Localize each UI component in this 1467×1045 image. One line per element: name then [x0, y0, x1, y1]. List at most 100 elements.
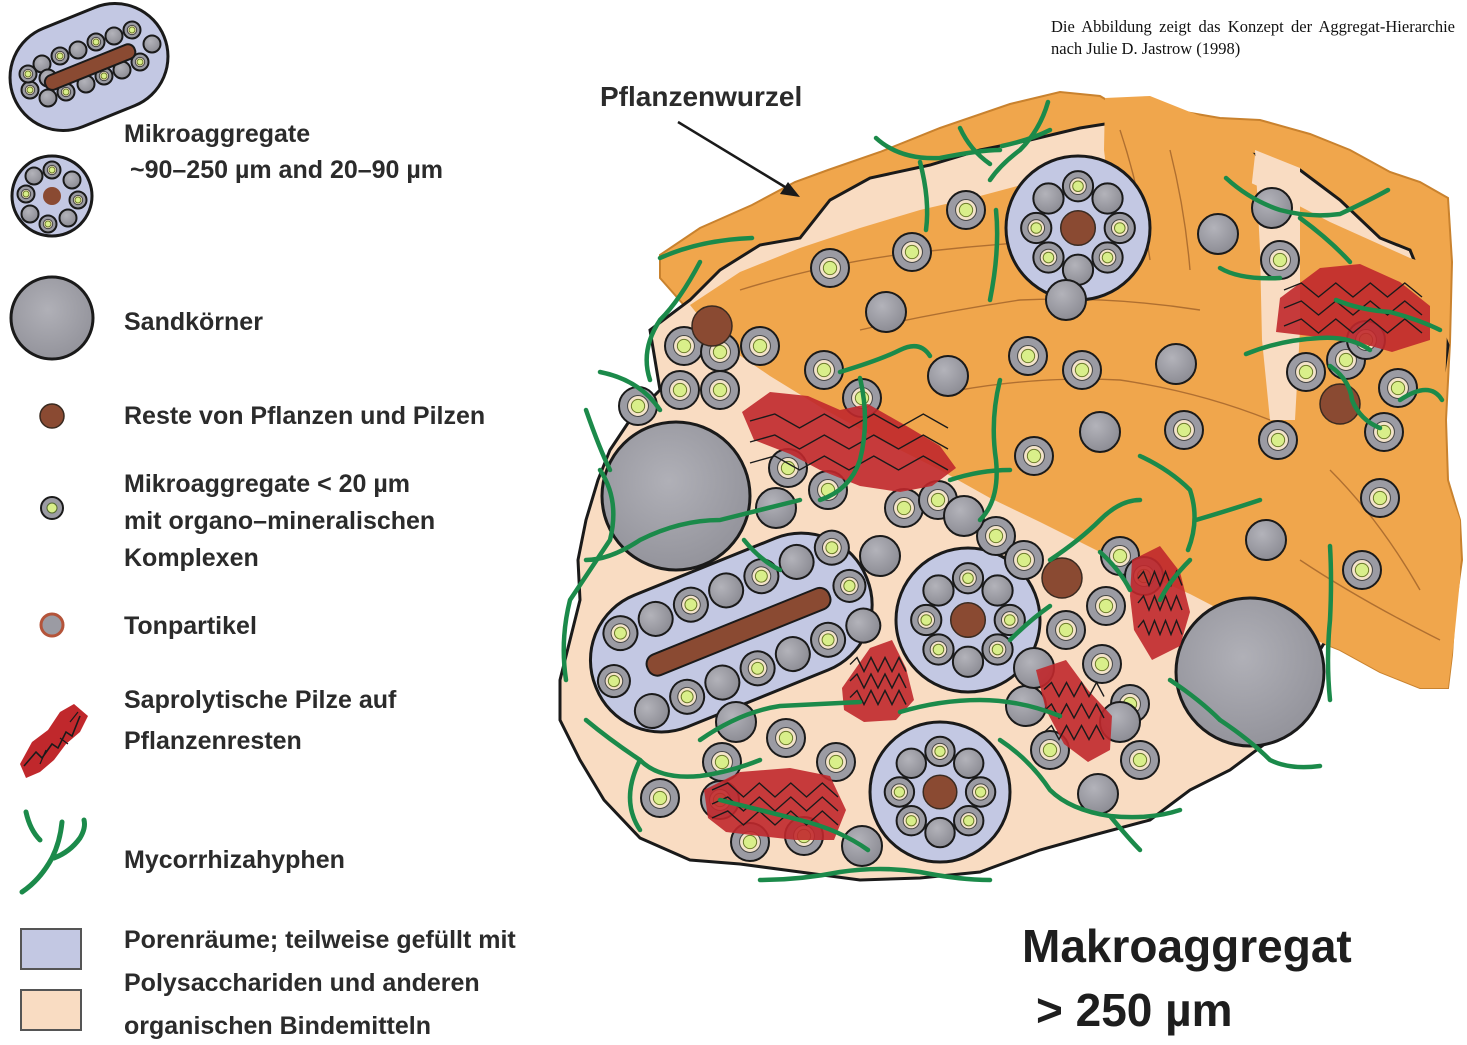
- plant-remains-particle: [1061, 211, 1096, 246]
- small-microaggregate: [1165, 411, 1203, 449]
- macroaggregate: [560, 92, 1462, 880]
- small-microaggregate: [893, 233, 931, 271]
- small-microaggregate: [1365, 413, 1403, 451]
- legend-plant-remains-icon: [40, 404, 64, 428]
- small-microaggregate: [1361, 479, 1399, 517]
- small-microaggregate: [1092, 242, 1122, 272]
- mineral-particle: [860, 536, 900, 576]
- mineral-particle: [64, 172, 81, 189]
- small-microaggregate: [811, 249, 849, 287]
- plant-remains-particle: [1042, 558, 1082, 598]
- legend-hyphae-label: Mycorrhizahyphen: [124, 842, 345, 879]
- small-microaggregate: [1009, 337, 1047, 375]
- legend-fungi-icon: [20, 704, 88, 778]
- small-microaggregate: [52, 48, 69, 65]
- small-microaggregate: [124, 22, 141, 39]
- small-microaggregate: [1083, 645, 1121, 683]
- small-microaggregate: [1287, 353, 1325, 391]
- root-label: Pflanzenwurzel: [600, 78, 802, 115]
- small-microaggregate: [40, 216, 57, 233]
- mineral-particle: [954, 749, 983, 778]
- small-microaggregate: [885, 777, 914, 806]
- small-microaggregate: [897, 806, 926, 835]
- mineral-particle: [923, 575, 953, 605]
- small-microaggregate: [1005, 541, 1043, 579]
- small-microaggregate: [954, 806, 983, 835]
- small-microaggregate: [701, 371, 739, 409]
- legend-sand-label: Sandkörner: [124, 304, 263, 341]
- mineral-particle: [944, 496, 984, 536]
- mineral-particle: [953, 647, 983, 677]
- legend-hyphae-icon: [22, 812, 85, 892]
- small-microaggregate: [885, 489, 923, 527]
- small-microaggregate: [1047, 611, 1085, 649]
- small-microaggregate: [661, 371, 699, 409]
- legend-binder-swatch: [21, 990, 81, 1030]
- legend-small-microaggregate-icon: [41, 497, 63, 519]
- plant-remains-particle: [951, 603, 986, 638]
- mineral-particle: [1156, 344, 1196, 384]
- small-microaggregate: [923, 634, 953, 664]
- mineral-particle: [1198, 214, 1238, 254]
- legend-round-microaggregate-icon: [12, 156, 92, 236]
- diagram-title-line2: > 250 µm: [1036, 982, 1233, 1038]
- legend-micro-small-line1: Mikroaggregate < 20 µm: [124, 466, 410, 503]
- mineral-particle: [70, 42, 87, 59]
- mineral-particle: [716, 702, 756, 742]
- mineral-particle: [866, 292, 906, 332]
- legend-fungi-line2: Pflanzenresten: [124, 723, 302, 760]
- legend-micro-large-line2: ~90–250 µm and 20–90 µm: [130, 152, 443, 189]
- small-microaggregate: [20, 66, 37, 83]
- mineral-particle: [22, 206, 39, 223]
- legend-micro-small-line2: mit organo–mineralischen: [124, 503, 435, 540]
- mineral-particle: [1080, 412, 1120, 452]
- mineral-particle: [60, 210, 77, 227]
- legend-pores-line1: Porenräume; teilweise gefüllt mit: [124, 922, 516, 959]
- small-microaggregate: [1121, 741, 1159, 779]
- small-microaggregate: [1063, 171, 1093, 201]
- mycorrhiza-hypha: [586, 410, 610, 470]
- legend-micro-large-line1: Mikroaggregate: [124, 116, 310, 153]
- mineral-particle: [925, 818, 954, 847]
- mineral-particle: [40, 90, 57, 107]
- small-microaggregate: [1063, 351, 1101, 389]
- small-microaggregate: [1033, 242, 1063, 272]
- round-microaggregate: [870, 722, 1010, 862]
- small-microaggregate: [1259, 421, 1297, 459]
- small-microaggregate: [70, 192, 87, 209]
- small-microaggregate: [619, 387, 657, 425]
- mineral-particle: [26, 168, 43, 185]
- small-microaggregate: [947, 191, 985, 229]
- small-microaggregate: [88, 34, 105, 51]
- legend-clay-label: Tonpartikel: [124, 608, 257, 645]
- small-microaggregate: [1105, 213, 1135, 243]
- mineral-particle: [897, 749, 926, 778]
- legend-pores-line2: Polysacchariden und anderen: [124, 965, 480, 1002]
- small-microaggregate: [641, 779, 679, 817]
- small-microaggregate: [1261, 241, 1299, 279]
- small-microaggregate: [953, 563, 983, 593]
- diagram-title-line1: Makroaggregat: [1022, 918, 1352, 974]
- legend-fungi-line1: Saprolytische Pilze auf: [124, 682, 396, 719]
- mineral-particle: [982, 575, 1012, 605]
- legend-pore-swatch: [21, 929, 81, 969]
- figure-caption: Die Abbildung zeigt das Konzept der Aggr…: [1051, 16, 1455, 60]
- small-microaggregate: [22, 82, 39, 99]
- legend-micro-small-line3: Komplexen: [124, 540, 259, 577]
- legend-pores-line3: organischen Bindemitteln: [124, 1008, 431, 1045]
- small-microaggregate: [1379, 369, 1417, 407]
- small-microaggregate: [911, 605, 941, 635]
- plant-remains-particle: [692, 306, 732, 346]
- small-microaggregate: [925, 737, 954, 766]
- mineral-particle: [1246, 520, 1286, 560]
- small-microaggregate: [966, 777, 995, 806]
- plant-remains-particle: [923, 775, 957, 809]
- mineral-particle: [1092, 183, 1122, 213]
- small-microaggregate: [767, 719, 805, 757]
- mineral-particle: [1046, 280, 1086, 320]
- legend-clay-particle-icon: [41, 614, 63, 636]
- round-microaggregate: [1006, 156, 1150, 300]
- sand-grain: [1176, 598, 1324, 746]
- root-pointer-arrow: [678, 122, 800, 197]
- small-microaggregate: [18, 186, 35, 203]
